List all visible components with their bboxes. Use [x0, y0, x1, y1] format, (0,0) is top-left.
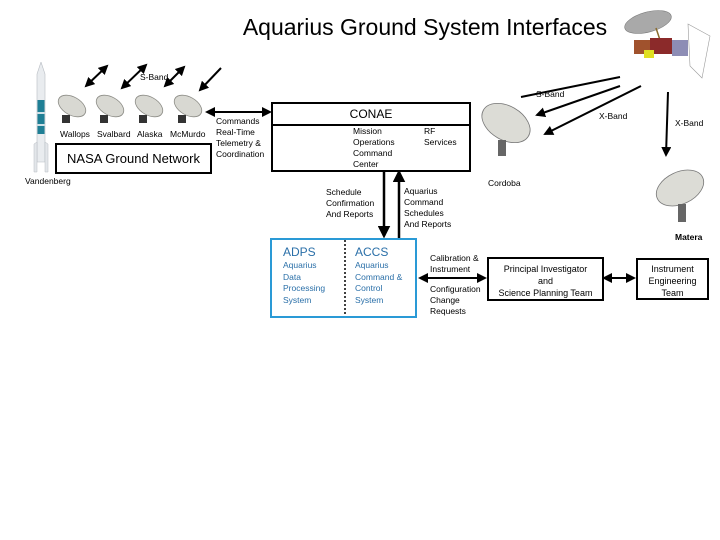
vandenberg-label: Vandenberg [25, 176, 71, 186]
satellite-dish-icon [134, 94, 164, 123]
pi-science-team-label: Principal Investigator and Science Plann… [498, 264, 593, 298]
rocket-icon [33, 62, 49, 173]
station-mcmurdo: McMurdo [170, 129, 206, 139]
nasa-ground-network-label: NASA Ground Network [67, 151, 200, 166]
dish-matera [655, 169, 705, 222]
adps-accs-box: ADPS Aquarius Data Processing System ACC… [270, 238, 417, 318]
sat-line-top [520, 76, 621, 98]
dish-cordoba [481, 102, 531, 156]
x-band-label-cordoba: X-Band [599, 111, 628, 121]
page-title: Aquarius Ground System Interfaces [242, 14, 608, 40]
ngn-conae-link-label: Commands Real-Time Telemetry & Coordinat… [216, 116, 265, 159]
s-band-label-ngn: S-Band [140, 72, 169, 82]
conae-title: CONAE [273, 104, 469, 126]
instrument-engineering-team-box: Instrument Engineering Team [636, 258, 709, 300]
station-alaska: Alaska [137, 129, 163, 139]
s-band-arrow-wallops [84, 64, 109, 88]
s-band-label-cordoba: S-Band [536, 89, 565, 99]
s-band-arrow-alaska [163, 65, 186, 88]
s-band-arrow-svalbard [120, 63, 148, 90]
x-band-arrow-matera [661, 91, 672, 157]
schedule-confirmation-label: Schedule Confirmation And Reports [326, 187, 375, 219]
s-band-arrow-mcmurdo [198, 67, 222, 92]
nasa-ground-network-box: NASA Ground Network [55, 143, 212, 174]
pi-science-team-box: Principal Investigator and Science Plann… [487, 257, 604, 301]
satellite-dish-icon [95, 94, 125, 123]
rf-services: RF Services [424, 126, 457, 147]
matera-label: Matera [675, 232, 703, 242]
dish-alaska [133, 94, 165, 131]
x-band-arrow-cordoba [543, 85, 642, 135]
satellite-dish-icon [173, 94, 203, 123]
adps-section: ADPS Aquarius Data Processing System [283, 245, 326, 305]
station-svalbard: Svalbard [97, 129, 131, 139]
conae-box: CONAE Mission Operations Command Center … [271, 102, 471, 172]
s-band-arrow-cordoba [535, 85, 621, 118]
command-schedules-label: Aquarius Command Schedules And Reports [404, 186, 452, 229]
dish-wallops [56, 94, 88, 131]
satellite-icon [624, 10, 711, 79]
station-wallops: Wallops [60, 129, 90, 139]
accs-section: ACCS Aquarius Command & Control System [355, 245, 403, 305]
mission-operations-command-center: Mission Operations Command Center [353, 126, 395, 169]
dish-svalbard [94, 94, 126, 131]
x-band-label-matera: X-Band [675, 118, 704, 128]
cordoba-label: Cordoba [488, 178, 521, 188]
calibration-config-label: Calibration & Instrument Configuration C… [430, 253, 481, 316]
satellite-dish-icon [57, 94, 87, 123]
instrument-engineering-team-label: Instrument Engineering Team [648, 264, 697, 298]
dish-mcmurdo [172, 94, 204, 131]
